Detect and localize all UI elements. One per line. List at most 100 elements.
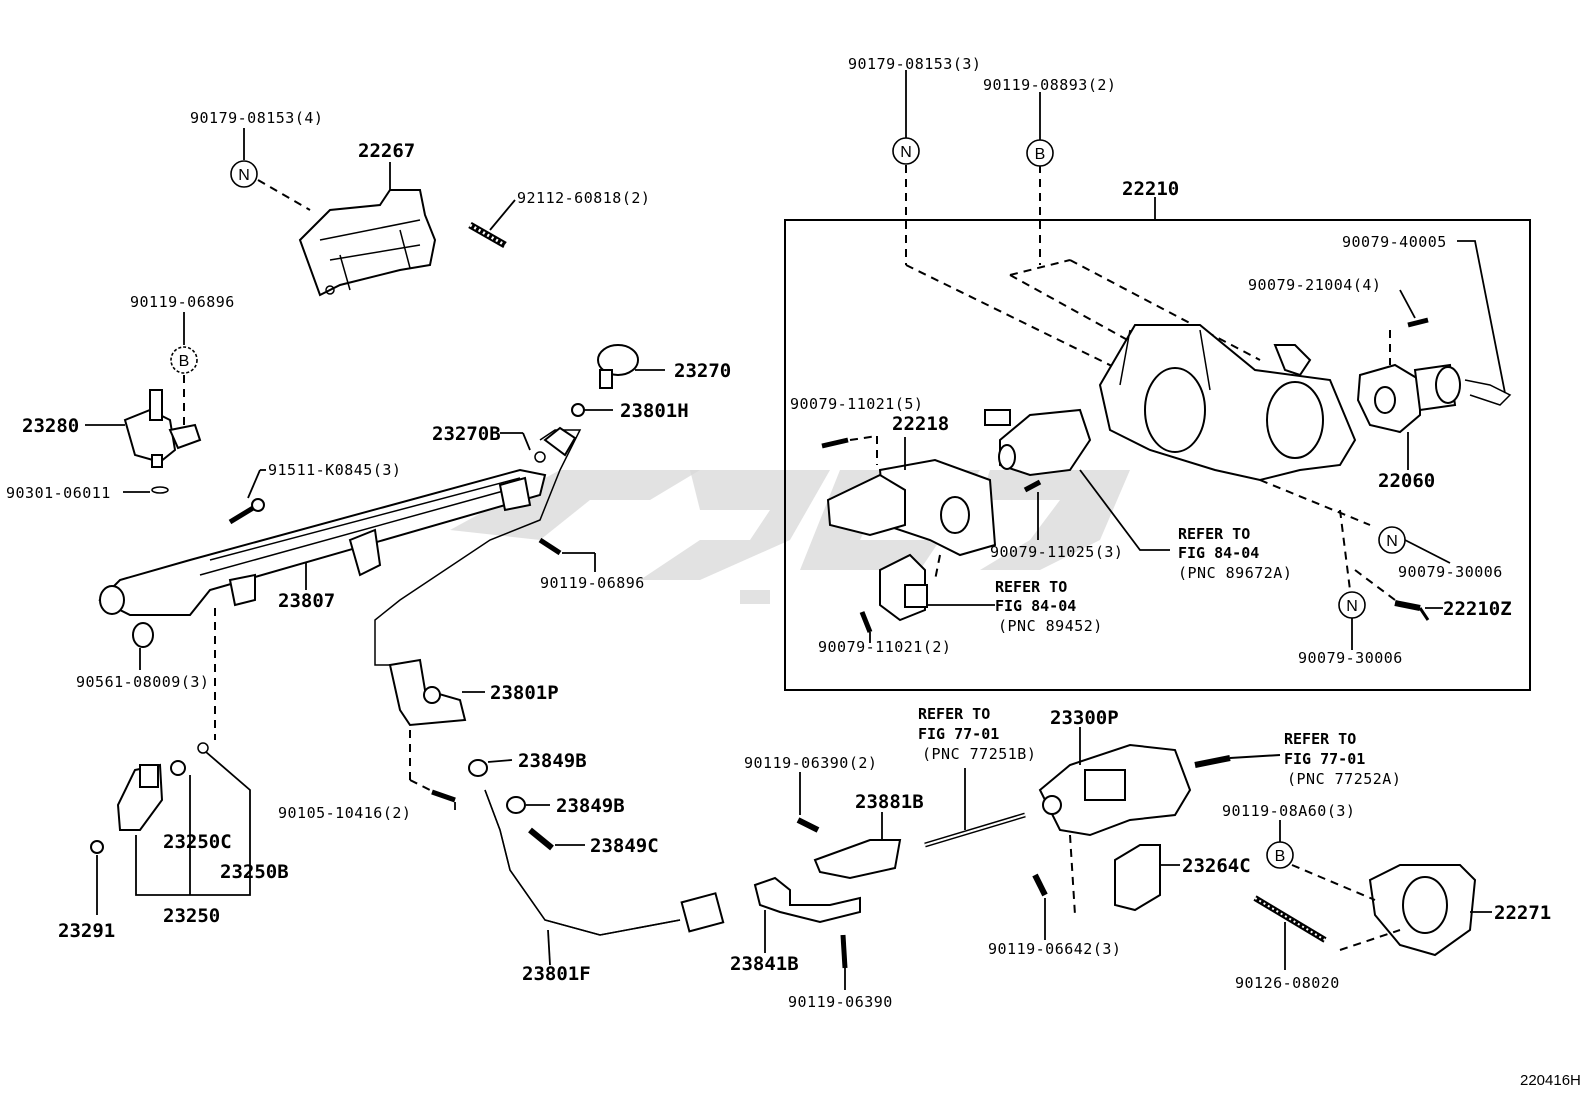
union-23270B[interactable] <box>543 426 577 457</box>
label-90079-30006-b[interactable]: 90079-30006 <box>1298 649 1403 667</box>
label-90301-06011[interactable]: 90301-06011 <box>6 484 111 502</box>
bracket-23801P[interactable] <box>388 658 467 727</box>
damper-23270[interactable] <box>597 344 639 389</box>
pressure-regulator-23280[interactable] <box>123 389 202 468</box>
label-90119-08A60[interactable]: 90119-08A60(3) <box>1222 802 1355 820</box>
label-23801H[interactable]: 23801H <box>620 400 689 422</box>
label-90126-08020[interactable]: 90126-08020 <box>1235 974 1340 992</box>
cable-77251B[interactable] <box>924 812 1026 848</box>
clip-90079-40005[interactable] <box>1464 379 1512 406</box>
stud-bolt-92112[interactable] <box>468 221 507 249</box>
label-22210[interactable]: 22210 <box>1122 178 1179 200</box>
bolt-90079-11021-5[interactable] <box>821 437 849 449</box>
label-23801F[interactable]: 23801F <box>522 963 591 985</box>
clamp-23841B[interactable] <box>753 876 861 924</box>
gasket-90301[interactable] <box>151 486 169 494</box>
grommet-23291[interactable] <box>90 840 104 854</box>
label-90079-30006-a[interactable]: 90079-30006 <box>1398 563 1503 581</box>
label-23250C[interactable]: 23250C <box>163 831 232 853</box>
label-22271[interactable]: 22271 <box>1494 902 1551 924</box>
label-23280[interactable]: 23280 <box>22 415 79 437</box>
label-90079-11021-2[interactable]: 90079-11021(2) <box>818 638 951 656</box>
circle-marker-n3: N <box>1378 526 1406 554</box>
bolt-90079-11025[interactable] <box>1023 479 1042 493</box>
fuel-hose-23801F[interactable] <box>484 789 725 936</box>
gasket-23849B-top[interactable] <box>468 759 488 777</box>
label-90105-10416[interactable]: 90105-10416(2) <box>278 804 411 822</box>
label-23841B[interactable]: 23841B <box>730 953 799 975</box>
label-23849B-top[interactable]: 23849B <box>518 750 587 772</box>
label-90079-11025[interactable]: 90079-11025(3) <box>990 543 1123 561</box>
gasket-23849B-bottom[interactable] <box>506 796 526 814</box>
label-90119-08893[interactable]: 90119-08893(2) <box>983 76 1116 94</box>
label-23250B[interactable]: 23250B <box>220 861 289 883</box>
label-23849B-bottom[interactable]: 23849B <box>556 795 625 817</box>
label-23849C[interactable]: 23849C <box>590 835 659 857</box>
bolt-91511[interactable] <box>228 498 265 525</box>
svg-text:B: B <box>1035 146 1046 163</box>
cable-77252A[interactable] <box>1194 754 1281 768</box>
label-23264C[interactable]: 23264C <box>1182 855 1251 877</box>
label-22210Z[interactable]: 22210Z <box>1443 598 1512 620</box>
label-90119-06642[interactable]: 90119-06642(3) <box>988 940 1121 958</box>
label-23291[interactable]: 23291 <box>58 920 115 942</box>
refer-note-77252A[interactable]: REFER TO FIG 77-01 (PNC 77252A) <box>1284 730 1401 788</box>
label-22060[interactable]: 22060 <box>1378 470 1435 492</box>
grommet-90561[interactable] <box>132 622 154 648</box>
label-23270[interactable]: 23270 <box>674 360 731 382</box>
bolt-90119-06390-2[interactable] <box>796 817 820 833</box>
o-ring-23250B[interactable] <box>197 742 209 754</box>
o-ring-23250C[interactable] <box>170 760 186 776</box>
label-23300P[interactable]: 23300P <box>1050 707 1119 729</box>
bolt-90105[interactable] <box>431 789 456 803</box>
svg-text:N: N <box>1386 533 1398 550</box>
bracket-23264C[interactable] <box>1114 844 1161 912</box>
bolt-90079-11021-2[interactable] <box>859 611 873 633</box>
label-90079-11021-5[interactable]: 90079-11021(5) <box>790 395 923 413</box>
idle-control-valve-22218[interactable] <box>826 458 997 557</box>
label-90119-06390-2[interactable]: 90119-06390(2) <box>744 754 877 772</box>
label-92112-60818[interactable]: 92112-60818(2) <box>517 189 650 207</box>
fuel-rail-23807[interactable] <box>98 468 547 616</box>
throttle-body-22210[interactable] <box>1098 324 1357 482</box>
label-90561-08009[interactable]: 90561-08009(3) <box>76 673 209 691</box>
bracket-23881B[interactable] <box>813 839 902 880</box>
label-90079-40005[interactable]: 90079-40005 <box>1342 233 1447 251</box>
label-22267[interactable]: 22267 <box>358 140 415 162</box>
injector-23250[interactable] <box>116 763 164 831</box>
label-23807[interactable]: 23807 <box>278 590 335 612</box>
bolt-90119-06390[interactable] <box>840 934 848 969</box>
label-90119-06896-mid[interactable]: 90119-06896 <box>540 574 645 592</box>
sensor-89452[interactable] <box>879 553 928 622</box>
bolt-90119-06642[interactable] <box>1032 873 1048 897</box>
stud-90126[interactable] <box>1253 895 1327 943</box>
label-23881B[interactable]: 23881B <box>855 791 924 813</box>
bolt-90119-06896[interactable] <box>538 537 562 556</box>
bolt-90079-21004[interactable] <box>1407 317 1429 328</box>
sensor-22060[interactable] <box>1356 363 1461 434</box>
bracket-22267[interactable] <box>298 189 437 297</box>
label-22218[interactable]: 22218 <box>892 413 949 435</box>
sensor-22210Z[interactable] <box>1394 600 1430 621</box>
label-23270B[interactable]: 23270B <box>432 423 501 445</box>
refer-note-89452[interactable]: REFER TO FIG 84-04 (PNC 89452) <box>995 578 1103 635</box>
flange-22271[interactable] <box>1368 864 1477 957</box>
svg-text:REFER TO: REFER TO <box>918 705 990 723</box>
label-90079-21004[interactable]: 90079-21004(4) <box>1248 276 1381 294</box>
svg-text:N: N <box>238 167 250 184</box>
label-90179-08153-3[interactable]: 90179-08153(3) <box>848 55 981 73</box>
label-91511-K0845[interactable]: 91511-K0845(3) <box>268 461 401 479</box>
refer-note-77251B[interactable]: REFER TO FIG 77-01 (PNC 77251B) <box>918 705 1036 763</box>
bolt-23849C[interactable] <box>528 827 554 851</box>
label-90179-08153-4[interactable]: 90179-08153(4) <box>190 109 323 127</box>
dashed-guide <box>257 179 311 211</box>
label-90119-06390[interactable]: 90119-06390 <box>788 993 893 1011</box>
label-90119-06896-top[interactable]: 90119-06896 <box>130 293 235 311</box>
housing-23300P[interactable] <box>1038 743 1192 837</box>
label-23250[interactable]: 23250 <box>163 905 220 927</box>
refer-note-89672A[interactable]: REFER TO FIG 84-04 (PNC 89672A) <box>1178 525 1292 582</box>
label-23801P[interactable]: 23801P <box>490 682 559 704</box>
motor-89672A[interactable] <box>984 408 1092 477</box>
gasket-23801H[interactable] <box>571 403 585 417</box>
